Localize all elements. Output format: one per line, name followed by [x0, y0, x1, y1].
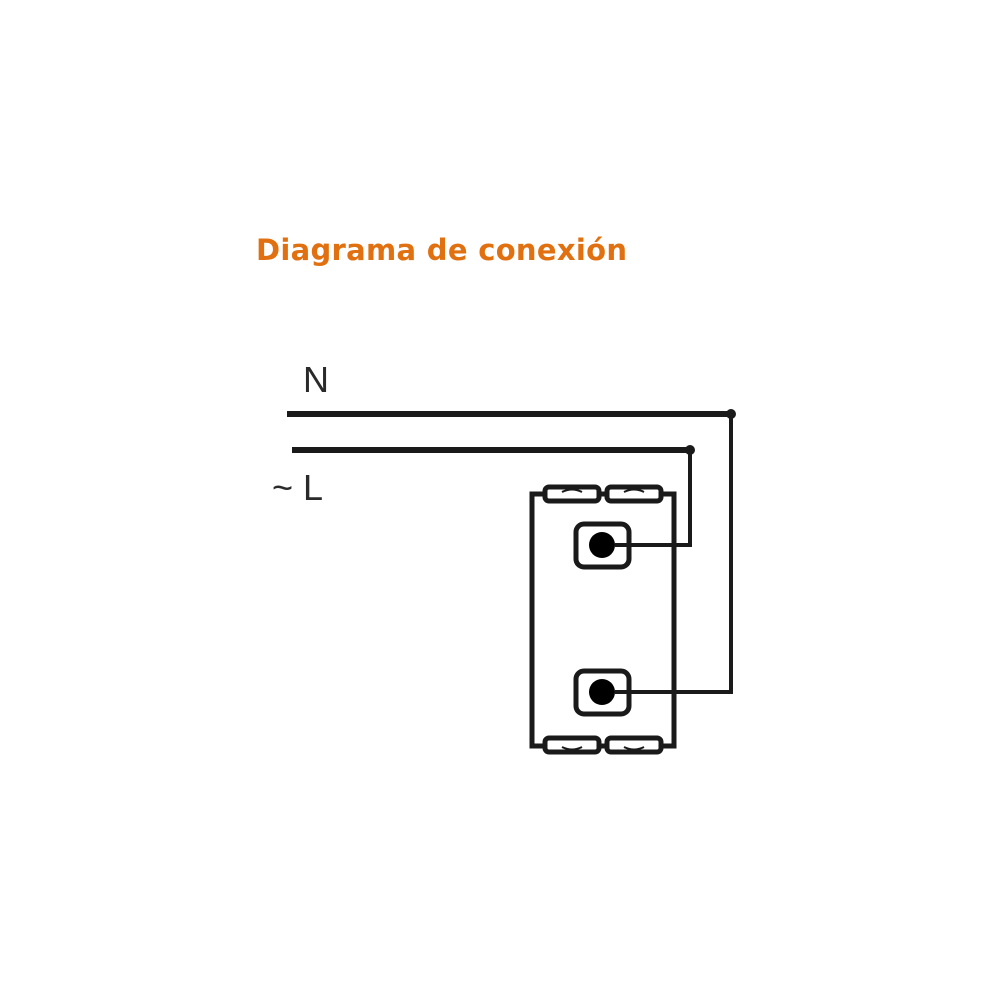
neutral-junction-dot: [726, 409, 736, 419]
bottom-terminal: [573, 668, 731, 717]
neutral-label: N: [303, 359, 329, 400]
line-label: ~ L: [272, 467, 324, 508]
top-terminal: [573, 521, 690, 570]
bottom-clips: [542, 735, 664, 755]
top-clips: [542, 484, 664, 504]
line-junction-dot: [685, 445, 695, 455]
switch-module: [529, 484, 731, 755]
diagram-title: Diagrama de conexión: [256, 233, 628, 267]
